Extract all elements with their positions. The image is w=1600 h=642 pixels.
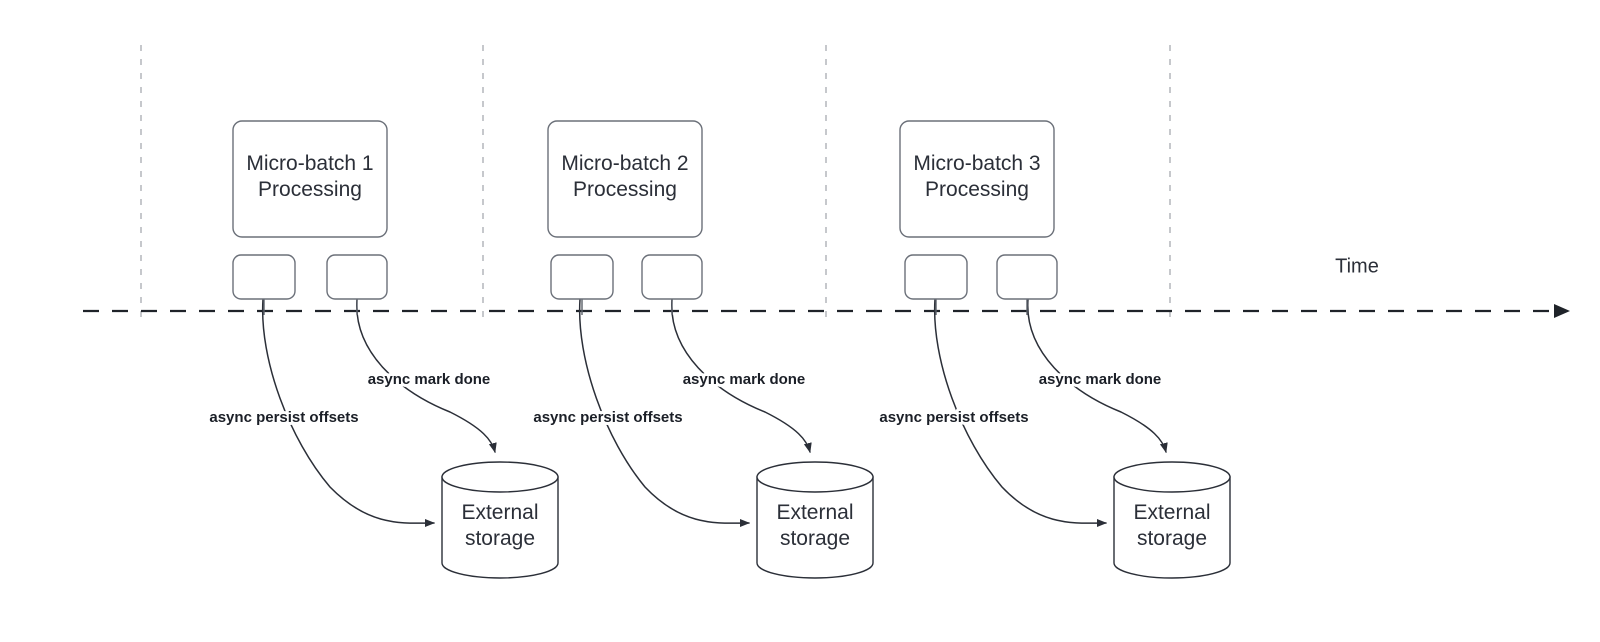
- batch-box-group-2[interactable]: [547, 120, 703, 238]
- storage-top-ellipse-group-1: [441, 461, 559, 493]
- edge-label-persist-1: async persist offsets: [209, 409, 358, 426]
- edge-label-persist-2: async persist offsets: [533, 409, 682, 426]
- task-box-task-3a[interactable]: [904, 254, 968, 300]
- task-box-task-3b[interactable]: [996, 254, 1058, 300]
- storage-body-group-2: [756, 476, 874, 579]
- edge-markdone-2: [671, 298, 812, 453]
- timeline-caption: Time: [1335, 255, 1379, 277]
- edge-markdone-1: [356, 298, 497, 453]
- storage-body-group-3: [1113, 476, 1231, 579]
- storage-body-group-1: [441, 476, 559, 579]
- timeline-group: Time: [83, 255, 1570, 318]
- storage-top-ellipse-group-3: [1113, 461, 1231, 493]
- task-box-task-2b[interactable]: [641, 254, 703, 300]
- tick-lines-group: [140, 45, 1171, 318]
- edges-group: [261, 298, 1168, 528]
- edge-labels-group: async persist offsets async mark done asyn…: [206, 368, 1164, 429]
- edge-label-persist-3: async persist offsets: [879, 409, 1028, 426]
- edge-persist-3: [933, 298, 1107, 528]
- task-box-task-2a[interactable]: [550, 254, 614, 300]
- batch-box-group-3[interactable]: [899, 120, 1055, 238]
- task-box-task-1b[interactable]: [326, 254, 388, 300]
- edge-markdone-3: [1027, 298, 1168, 453]
- task-box-task-1a[interactable]: [232, 254, 296, 300]
- edge-label-markdone-2: async mark done: [683, 371, 806, 388]
- edge-label-markdone-1: async mark done: [368, 371, 491, 388]
- edge-persist-2: [578, 298, 750, 528]
- batch-box-group-1[interactable]: [232, 120, 388, 238]
- edge-persist-1: [261, 298, 435, 528]
- timeline-arrowhead-icon: [1554, 304, 1570, 318]
- storage-top-ellipse-group-2: [756, 461, 874, 493]
- edge-label-markdone-3: async mark done: [1039, 371, 1162, 388]
